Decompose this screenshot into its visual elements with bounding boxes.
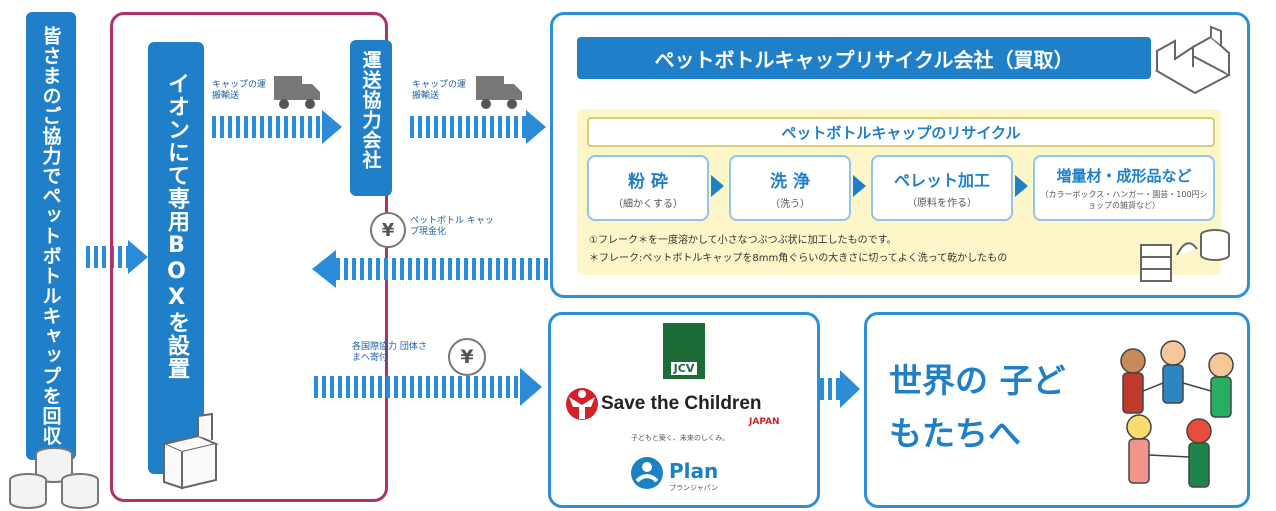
step-pellet-label: ペレット加工 <box>893 171 990 190</box>
note-1: ①フレーク＊を一度溶かして小さなつぶつぶ状に加工したものです。 <box>589 235 897 246</box>
truck-icon-2 <box>476 76 522 109</box>
children-illustration <box>1120 340 1234 488</box>
step-crush-sub: （細かくする） <box>613 198 683 210</box>
transport-bar: 運送協力会社 <box>350 40 392 196</box>
aeon-frame <box>110 12 388 502</box>
arrow-aeon-head <box>322 110 342 144</box>
cash-label: ペットボトル キャップ現金化 <box>410 216 494 238</box>
step-wash-sub: （洗う） <box>770 198 810 210</box>
collection-box-icon <box>160 412 220 490</box>
arrow-transport-to-recycle <box>410 116 528 138</box>
arrow-recycle-to-transport <box>336 258 548 280</box>
cans-icon <box>9 447 99 509</box>
save-children-tagline: 子どもと築く、未来のしくみ。 <box>631 434 730 442</box>
arrow-collect-to-aeon <box>86 246 128 268</box>
step-arrow-1 <box>711 175 724 197</box>
yen-coin-2: ¥ <box>448 338 486 376</box>
world-children-text: 世界の 子どもたちへ <box>889 361 1066 453</box>
yen-coin-1: ¥ <box>370 212 406 248</box>
orgs-box: JCV Save the Children JAPAN 子どもと築く、未来のしく… <box>548 312 820 508</box>
arrow-cash-head <box>312 250 336 288</box>
products-icon <box>1140 229 1230 282</box>
step-crush-label: 粉 砕 <box>628 171 668 192</box>
save-children-icon <box>566 388 598 420</box>
step-wash: 洗 浄 （洗う） <box>729 155 851 221</box>
world-children-box: 世界の 子どもたちへ <box>864 312 1250 508</box>
recycle-subtitle: ペットボトルキャップのリサイクル <box>781 123 1021 142</box>
jcv-text: JCV <box>670 362 698 375</box>
transport-label: 運送協力会社 <box>359 50 382 170</box>
collection-bar: 皆さまのご協力でペットボトルキャップを回収 <box>26 12 76 460</box>
recycle-panel: ペットボトルキャップのリサイクル 粉 砕 （細かくする） 洗 浄 （洗う） ペレ… <box>577 109 1221 275</box>
arrow-world-head <box>840 370 860 408</box>
truck-icon-1 <box>274 76 320 109</box>
recycle-title-bar: ペットボトルキャップリサイクル会社（買取） <box>577 37 1151 79</box>
note-2: ＊フレーク:ペットボトルキャップを8mm角ぐらいの大きさに切ってよく洗って乾かし… <box>589 253 1008 264</box>
factory-icon <box>1154 25 1232 95</box>
jcv-logo: JCV <box>663 323 705 379</box>
cap-transport-label-2: キャップの運搬輸送 <box>412 80 467 102</box>
arrow-collect-head <box>128 240 148 274</box>
step-pellet: ペレット加工 （原料を作る） <box>871 155 1013 221</box>
step-products-sub: （カラーボックス・ハンガー・園芸・100円ショップの雑貨など） <box>1040 190 1208 210</box>
save-children-sub: JAPAN <box>749 417 780 427</box>
plan-name: Plan <box>669 459 719 483</box>
aeon-label: イオンにて専用BOXを設置 <box>164 72 189 380</box>
step-products-label: 増量材・成形品など <box>1056 167 1192 185</box>
donation-label: 各国際協力 団体さまへ寄付 <box>352 342 427 364</box>
recycle-subtitle-bar: ペットボトルキャップのリサイクル <box>587 117 1215 147</box>
arrow-transport-to-orgs <box>314 376 522 398</box>
aeon-bar: イオンにて専用BOXを設置 <box>148 42 204 474</box>
step-pellet-sub: （原料を作る） <box>907 198 977 209</box>
cap-transport-label-1: キャップの運搬輸送 <box>212 80 267 102</box>
collection-label: 皆さまのご協力でペットボトルキャップを回収 <box>39 26 62 446</box>
arrow-aeon-to-transport <box>212 116 322 138</box>
recycle-company-box: ペットボトルキャップリサイクル会社（買取） ペットボトルキャップのリサイクル 粉… <box>550 12 1250 298</box>
step-wash-label: 洗 浄 <box>770 171 810 192</box>
plan-sub: プランジャパン <box>669 484 718 492</box>
step-arrow-2 <box>853 175 866 197</box>
arrow-donation-head <box>520 368 542 406</box>
step-crush: 粉 砕 （細かくする） <box>587 155 709 221</box>
step-arrow-3 <box>1015 175 1028 197</box>
save-children-name: Save the Children <box>601 393 762 414</box>
arrow-transport-head <box>526 110 546 144</box>
arrow-orgs-to-world <box>820 378 840 400</box>
step-products: 増量材・成形品など （カラーボックス・ハンガー・園芸・100円ショップの雑貨など… <box>1033 155 1215 221</box>
recycle-company-title: ペットボトルキャップリサイクル会社（買取） <box>654 47 1074 72</box>
plan-icon <box>631 457 663 489</box>
